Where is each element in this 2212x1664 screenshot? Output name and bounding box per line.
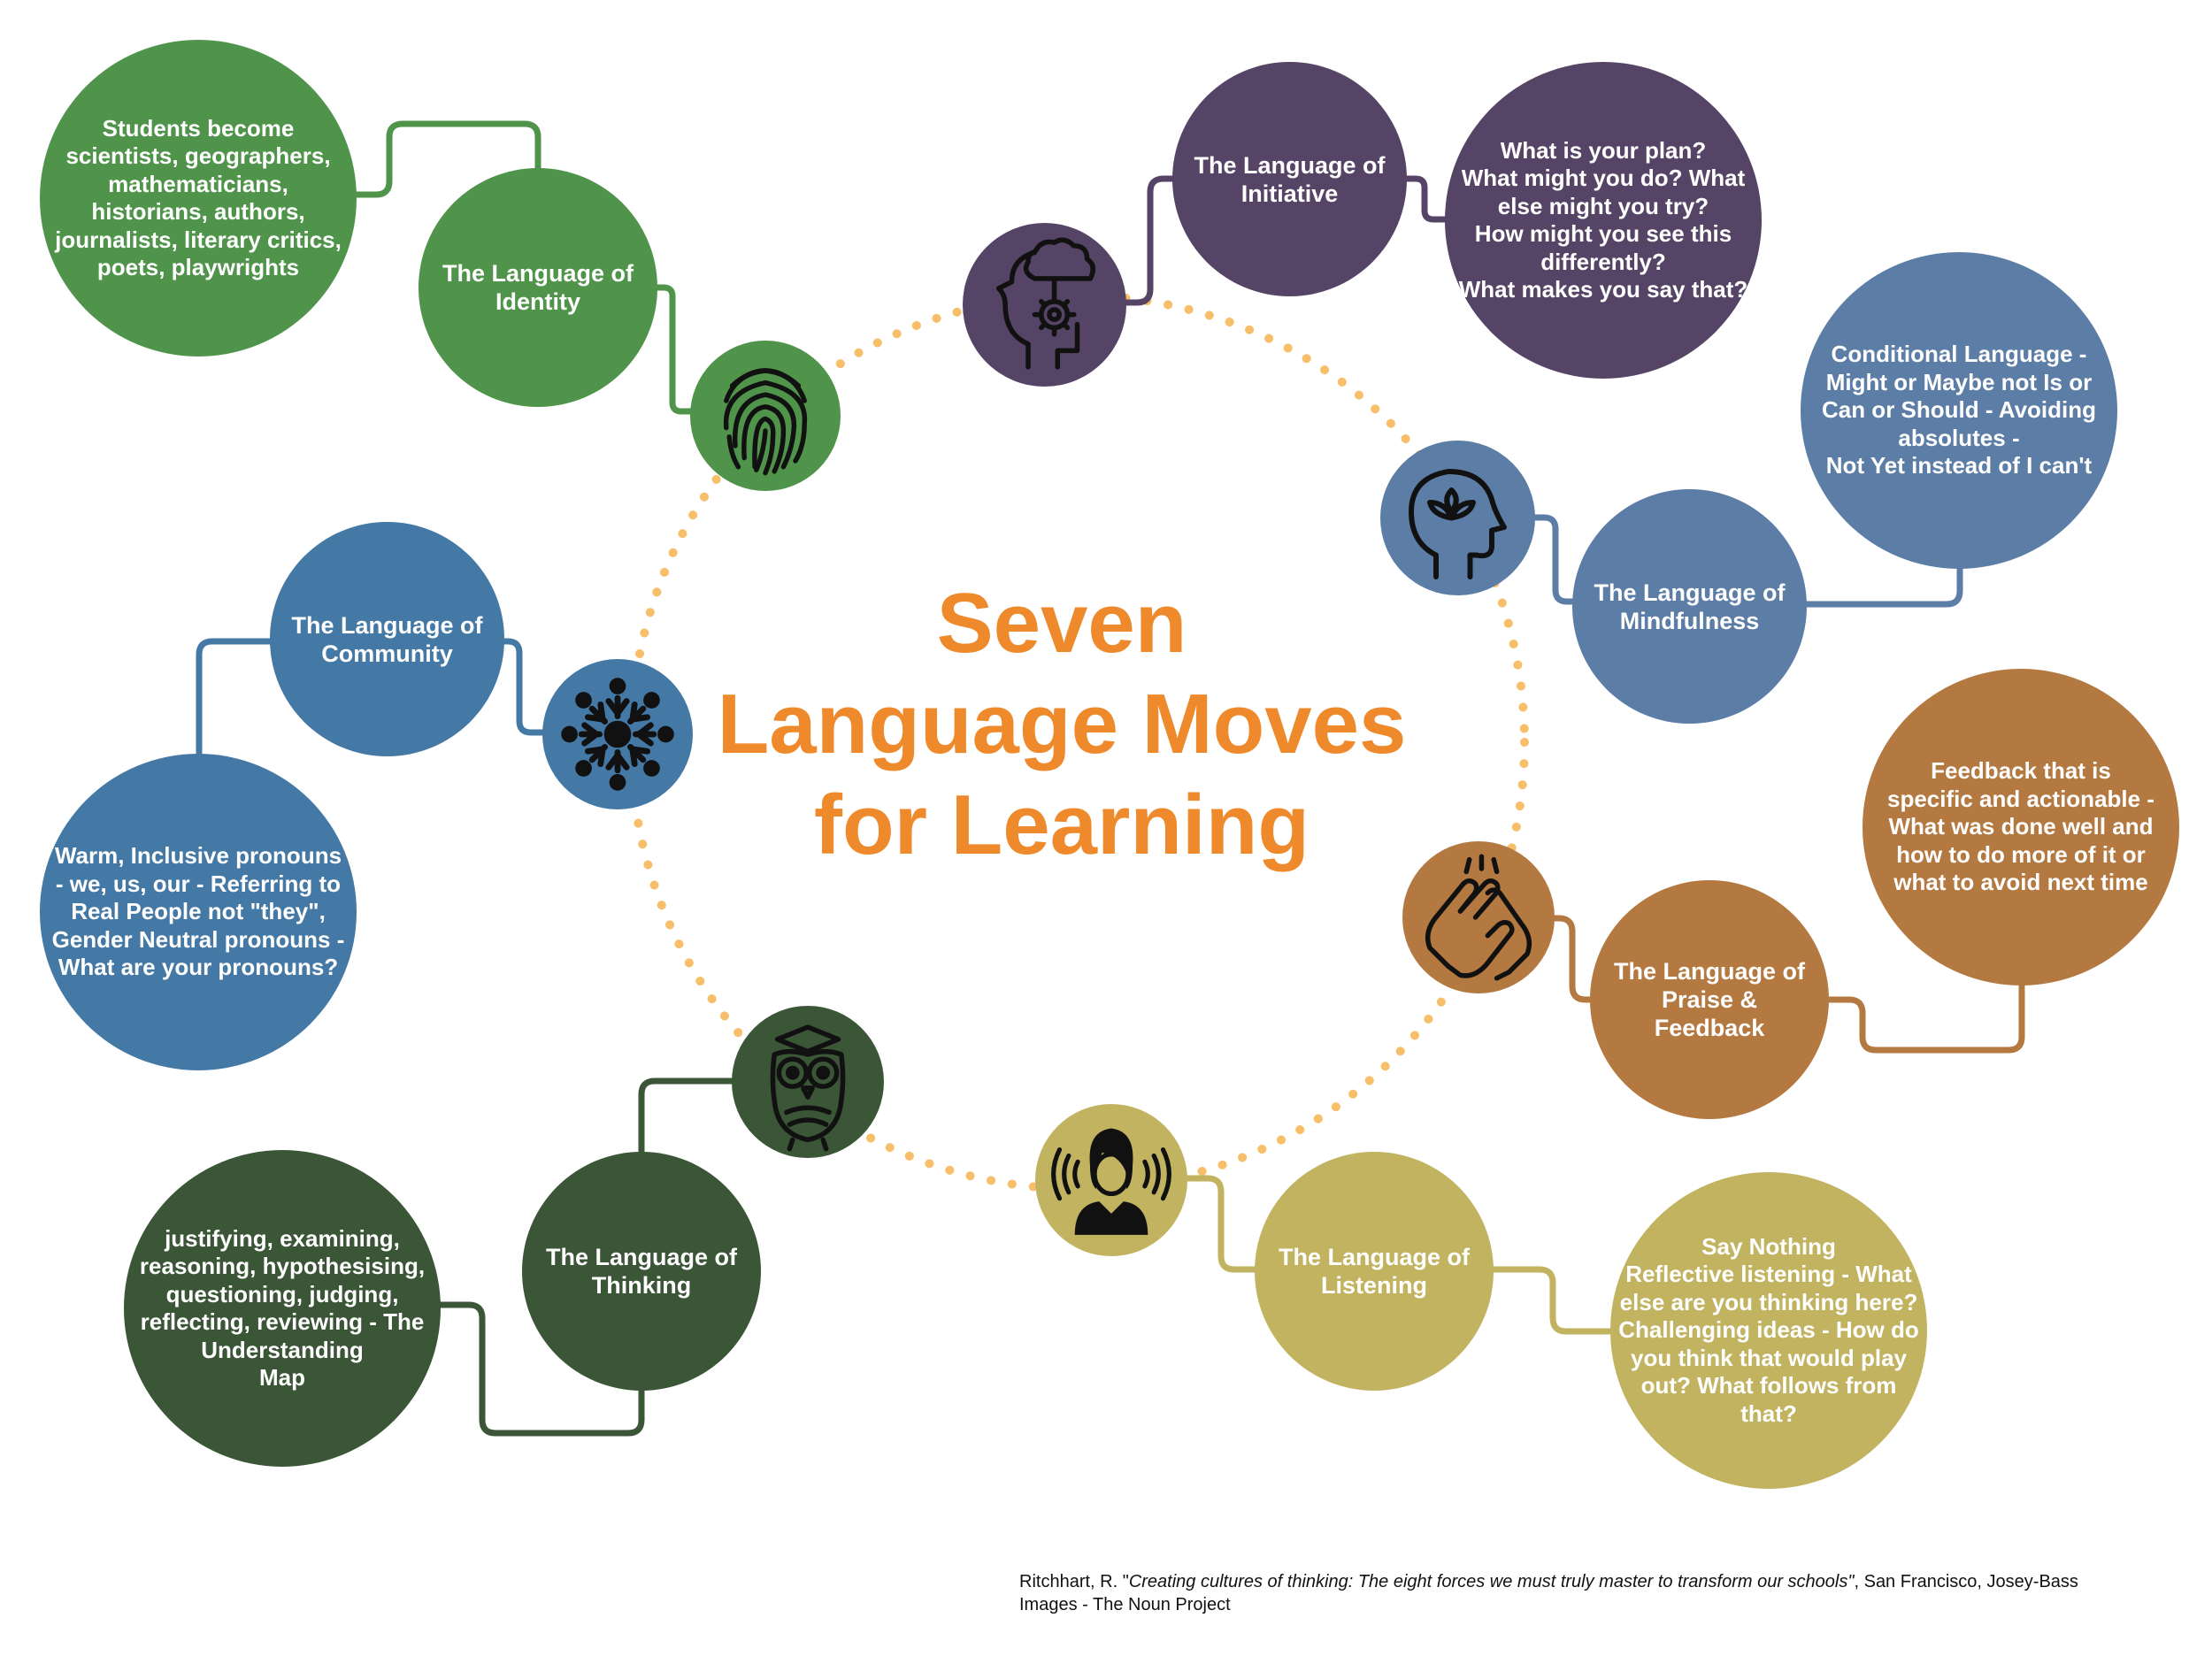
identity-title-bubble: The Language of Identity — [419, 168, 657, 407]
thinking-connector-title-desc — [434, 1301, 645, 1437]
citation-reference: Ritchhart, R. "Creating cultures of thin… — [1019, 1570, 2187, 1593]
initiative-connector-title-desc — [1403, 175, 1455, 223]
identity-icon-bubble — [690, 341, 841, 491]
thinking-icon-bubble — [732, 1006, 884, 1158]
listening-icon-bubble — [1035, 1104, 1187, 1256]
mindfulness-connector-icon-title — [1527, 514, 1578, 605]
initiative-icon-bubble — [963, 223, 1126, 387]
citation-publisher: , San Francisco, Josey-Bass — [1854, 1572, 2078, 1591]
initiative-connector-icon-title — [1120, 175, 1179, 306]
mindfulness-title-bubble: The Language of Mindfulness — [1572, 489, 1807, 724]
initiative-title-bubble: The Language of Initiative — [1172, 62, 1407, 296]
community-description-bubble: Warm, Inclusive pronouns - we, us, our -… — [40, 754, 357, 1070]
owl-graduate-icon — [770, 1024, 846, 1152]
listening-connector-title-desc — [1490, 1266, 1618, 1335]
listening-person-icon — [1051, 1128, 1171, 1235]
identity-connector-icon-title — [651, 284, 698, 415]
community-connector-title-desc — [196, 638, 276, 763]
mindfulness-connector-title-desc — [1801, 561, 1963, 608]
identity-connector-title-desc — [350, 120, 541, 198]
citation: Ritchhart, R. "Creating cultures of thin… — [1019, 1570, 2187, 1616]
citation-images-credit: Images - The Noun Project — [1019, 1595, 1231, 1614]
community-icon-bubble — [542, 659, 693, 809]
clapping-hands-icon — [1425, 854, 1532, 981]
thinking-title-bubble: The Language of Thinking — [522, 1152, 761, 1391]
citation-book-title: Creating cultures of thinking: The eight… — [1128, 1572, 1855, 1591]
citation-author: Ritchhart, R. " — [1019, 1572, 1129, 1591]
listening-title-bubble: The Language of Listening — [1255, 1152, 1494, 1391]
community-title-bubble: The Language of Community — [270, 522, 504, 756]
praise-connector-title-desc — [1821, 978, 2025, 1054]
praise-icon-bubble — [1402, 841, 1555, 993]
praise-title-bubble: The Language of Praise & Feedback — [1590, 880, 1829, 1119]
thinking-description-bubble: justifying, examining, reasoning, hypoth… — [124, 1150, 441, 1467]
praise-connector-icon-title — [1545, 915, 1596, 1003]
listening-connector-icon-title — [1180, 1175, 1260, 1273]
thinking-connector-icon-title — [638, 1077, 736, 1161]
fingerprint-icon — [723, 368, 808, 476]
lotus-head-icon — [1409, 469, 1507, 579]
brain-gear-head-icon — [995, 237, 1096, 370]
initiative-description-bubble: What is your plan? What might you do? Wh… — [1445, 62, 1762, 379]
center-title: Seven Language Moves for Learning — [717, 576, 1407, 872]
listening-description-bubble: Say Nothing Reflective listening - What … — [1610, 1172, 1927, 1489]
praise-description-bubble: Feedback that is specific and actionable… — [1863, 669, 2179, 985]
mindfulness-icon-bubble — [1380, 441, 1535, 595]
mindfulness-description-bubble: Conditional Language - Might or Maybe no… — [1801, 252, 2117, 569]
identity-description-bubble: Students become scientists, geographers,… — [40, 40, 357, 357]
people-circle-icon — [542, 678, 693, 809]
community-connector-icon-title — [496, 638, 552, 736]
